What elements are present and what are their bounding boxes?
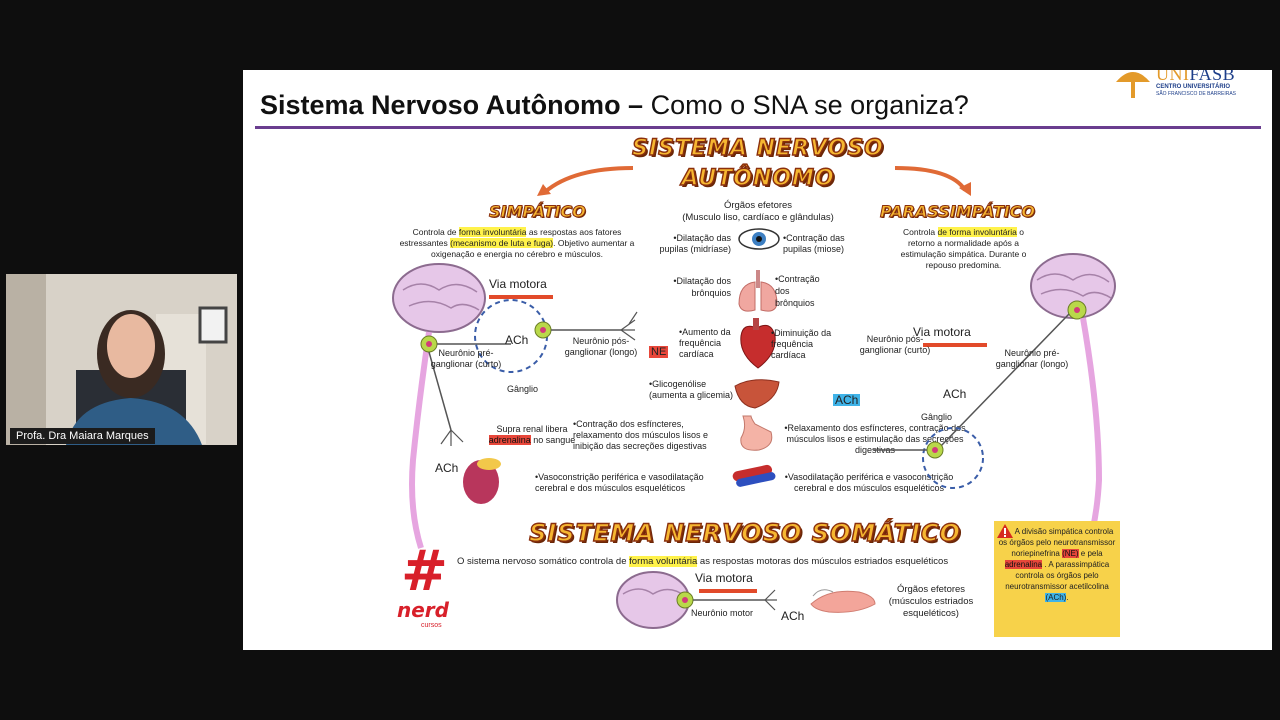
nerd-cursos-logo: # nerd cursos xyxy=(397,539,449,630)
via-motora-label-left: Via motora xyxy=(489,277,547,291)
parassimpatico-description: Controla de forma involuntária o retorno… xyxy=(900,227,1027,270)
note-text: A divisão simpática controla os órgãos p… xyxy=(998,527,1116,602)
lungs-icon xyxy=(738,270,778,312)
sna-title: SISTEMA NERVOSO xyxy=(631,135,884,161)
umbrella-logo-icon xyxy=(1116,72,1150,98)
simpatico-description: Controla de forma involuntária as respos… xyxy=(399,227,635,259)
logo-subtitle-2: SÃO FRANCISCO DE BARREIRAS xyxy=(1156,91,1237,97)
ach-label-box-right: ACh xyxy=(833,393,861,407)
ach-label-right: ACh xyxy=(943,387,967,401)
via-motora-arrow-left xyxy=(489,295,553,299)
left-curved-arrow-icon xyxy=(537,166,634,196)
effect-heart-rate-down: •Diminuição da frequência cardíaca xyxy=(771,328,832,360)
effect-bronchi-constriction: •Contração dos brônquios xyxy=(775,274,820,308)
parassimpatico-neuron-diagram xyxy=(873,253,1116,550)
effect-bronchi-dilation: •Dilatação dos brônquios xyxy=(673,276,731,298)
effect-heart-rate-up: •Aumento da frequência cardíaca xyxy=(679,327,731,359)
presenter-name-label: Profa. Dra Maiara Marques xyxy=(10,428,155,444)
somatico-title: SISTEMA NERVOSO SOMÁTICO xyxy=(528,518,961,547)
effect-glycogenolysis: •Glicogenólise (aumenta a glicemia) xyxy=(649,379,734,400)
somatico-orgaos-label: Órgãos efetores (músculos estriados esqu… xyxy=(888,584,974,619)
orgaos-efetores-label: Órgãos efetores(Musculo liso, cardíaco e… xyxy=(682,200,834,223)
logo-wordmark: UNIFASB xyxy=(1156,70,1236,84)
ganglio-label-right: Gânglio xyxy=(921,412,953,422)
sna-title-2: AUTÔNOMO xyxy=(681,165,835,191)
ach-label-somatic: ACh xyxy=(781,609,805,623)
webcam-video xyxy=(6,274,237,445)
simpatico-neuron-diagram xyxy=(392,263,638,549)
effect-pupil-dilation: •Dilatação das pupilas (midríase) xyxy=(659,233,731,254)
pos-ganglionar-label-right: Neurônio pós-ganglionar (curto) xyxy=(859,334,931,355)
pre-ganglionar-label-right: Neurônio pré-ganglionar (longo) xyxy=(995,348,1069,369)
eye-icon xyxy=(738,228,780,250)
ganglio-label-left: Gânglio xyxy=(507,384,539,394)
via-motora-label-right: Via motora xyxy=(913,325,971,339)
ne-label: NE xyxy=(649,346,669,358)
somatico-neuron-diagram xyxy=(616,571,834,629)
via-motora-arrow-right xyxy=(923,343,987,347)
muscle-icon xyxy=(810,590,876,613)
neurotransmitter-note-box: A divisão simpática controla os órgãos p… xyxy=(994,521,1120,637)
title-divider xyxy=(255,126,1261,129)
via-motora-arrow-somatic xyxy=(699,589,757,593)
somatico-description: O sistema nervoso somático controla de f… xyxy=(457,556,949,567)
supra-renal-label: Supra renal libera adrenalina no sangue xyxy=(488,424,576,445)
effect-sphincter-contraction: •Contração dos esfíncteres, relaxamento … xyxy=(573,419,709,451)
pre-ganglionar-label-left: Neurônio pré-ganglionar (curto) xyxy=(430,348,502,369)
heart-icon xyxy=(740,318,776,369)
effect-vasodilation: •Vasodilatação periférica e vasoconstriç… xyxy=(784,472,954,493)
presenter-video-frame xyxy=(6,274,237,445)
ach-label-ganglio: ACh xyxy=(505,333,529,347)
right-curved-arrow-icon xyxy=(894,166,971,196)
effect-vasoconstriction: •Vasoconstrição periférica e vasodilataç… xyxy=(535,472,704,493)
unifasb-logo: UNIFASB CENTRO UNIVERSITÁRIO SÃO FRANCIS… xyxy=(1114,70,1264,104)
simpatico-title: SIMPÁTICO xyxy=(489,202,587,222)
blood-vessel-icon xyxy=(732,464,776,487)
hashtag-icon: # xyxy=(401,539,448,604)
neuronio-motor-label: Neurônio motor xyxy=(691,608,754,618)
slide-title: Sistema Nervoso Autônomo – Como o SNA se… xyxy=(260,90,969,120)
presentation-slide: Sistema Nervoso Autônomo – Como o SNA se… xyxy=(243,70,1272,650)
logo-subtitle: CENTRO UNIVERSITÁRIO xyxy=(1156,84,1231,90)
stomach-icon xyxy=(740,415,773,451)
ach-label-adrenal: ACh xyxy=(435,461,459,475)
pos-ganglionar-label-left: Neurônio pós-ganglionar (longo) xyxy=(564,336,638,357)
effect-pupil-constriction: •Contração das pupilas (miose) xyxy=(783,233,845,254)
liver-icon xyxy=(734,379,780,409)
parassimpatico-title: PARASSIMPÁTICO xyxy=(879,202,1036,222)
via-motora-label-somatic: Via motora xyxy=(695,571,753,585)
warning-icon xyxy=(997,524,1013,538)
